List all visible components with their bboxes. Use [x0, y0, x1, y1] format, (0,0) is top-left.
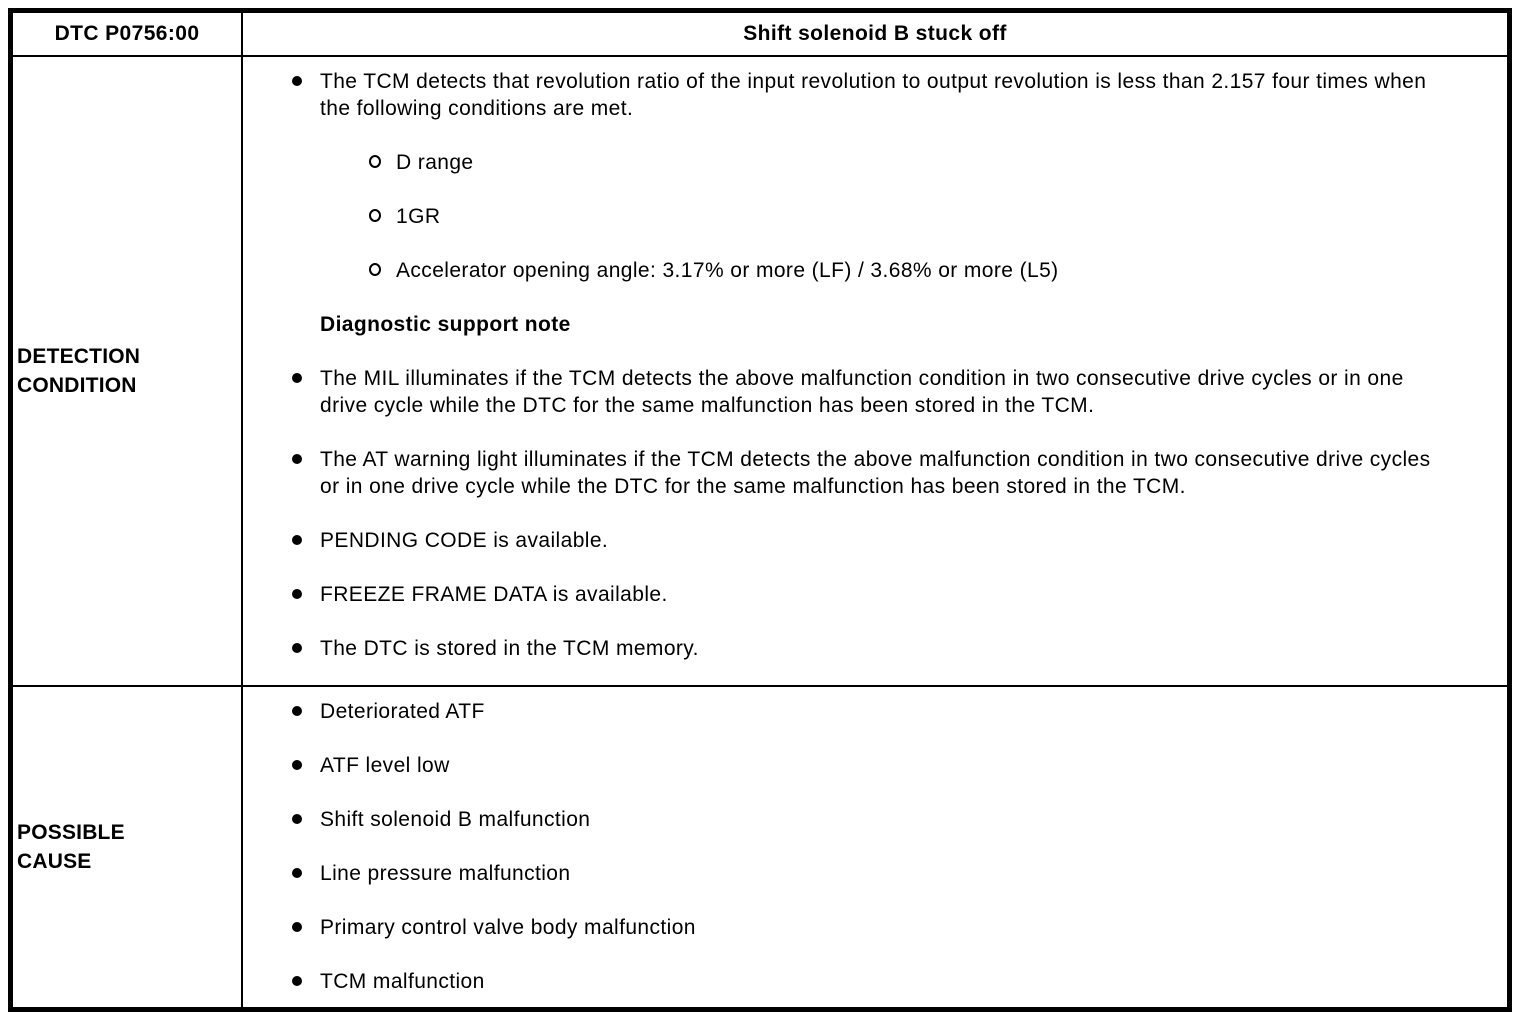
- circle-icon: [369, 155, 381, 168]
- bullet-icon: [292, 589, 302, 599]
- bullet-item: PENDING CODE is available.: [243, 527, 1452, 554]
- item-text: Diagnostic support note: [320, 313, 571, 336]
- table-row: POSSIBLE CAUSE Deteriorated ATF ATF leve…: [9, 685, 1511, 1011]
- bullet-item: Line pressure malfunction: [243, 860, 1452, 887]
- item-text: PENDING CODE is available.: [320, 529, 609, 552]
- bullet-item: The DTC is stored in the TCM memory.: [243, 635, 1452, 662]
- sub-bullet-item: Accelerator opening angle: 3.17% or more…: [243, 257, 1452, 284]
- item-text: FREEZE FRAME DATA is available.: [320, 583, 668, 606]
- sub-bullet-item: D range: [243, 149, 1452, 176]
- item-text: Line pressure malfunction: [320, 862, 571, 885]
- bullet-icon: [292, 373, 302, 383]
- bullet-item: ATF level low: [243, 752, 1452, 779]
- bullet-icon: [292, 535, 302, 545]
- item-text: Primary control valve body malfunction: [320, 916, 696, 939]
- bullet-item: The TCM detects that revolution ratio of…: [243, 68, 1452, 122]
- item-text: ATF level low: [320, 754, 450, 777]
- item-text: The MIL illuminates if the TCM detects t…: [320, 367, 1404, 417]
- bullet-item: The MIL illuminates if the TCM detects t…: [243, 365, 1452, 419]
- row-label: POSSIBLE CAUSE: [9, 685, 243, 1011]
- bullet-icon: [292, 76, 302, 86]
- table-header-row: DTC P0756:00 Shift solenoid B stuck off: [9, 9, 1511, 57]
- bullet-item: TCM malfunction: [243, 968, 1452, 995]
- dtc-code: DTC P0756:00: [9, 9, 243, 57]
- bullet-icon: [292, 976, 302, 986]
- bullet-icon: [292, 814, 302, 824]
- bullet-item: Shift solenoid B malfunction: [243, 806, 1452, 833]
- bullet-icon: [292, 868, 302, 878]
- bullet-icon: [292, 706, 302, 716]
- item-text: The AT warning light illuminates if the …: [320, 448, 1431, 498]
- row-content: The TCM detects that revolution ratio of…: [241, 55, 1511, 687]
- circle-icon: [369, 209, 381, 222]
- section-heading: Diagnostic support note: [243, 311, 1452, 338]
- table-row: DETECTION CONDITION The TCM detects that…: [9, 55, 1511, 687]
- sub-bullet-item: 1GR: [243, 203, 1452, 230]
- item-text: Deteriorated ATF: [320, 700, 485, 723]
- item-text: Shift solenoid B malfunction: [320, 808, 591, 831]
- bullet-icon: [292, 760, 302, 770]
- dtc-table: DTC P0756:00 Shift solenoid B stuck off …: [8, 8, 1512, 1012]
- row-content: Deteriorated ATF ATF level low Shift sol…: [241, 685, 1511, 1011]
- bullet-item: FREEZE FRAME DATA is available.: [243, 581, 1452, 608]
- bullet-item: The AT warning light illuminates if the …: [243, 446, 1452, 500]
- item-list: Deteriorated ATF ATF level low Shift sol…: [243, 687, 1507, 1007]
- bullet-item: Deteriorated ATF: [243, 698, 1452, 725]
- bullet-icon: [292, 643, 302, 653]
- item-list: The TCM detects that revolution ratio of…: [243, 57, 1507, 674]
- bullet-icon: [292, 922, 302, 932]
- item-text: The DTC is stored in the TCM memory.: [320, 637, 699, 660]
- item-text: 1GR: [396, 205, 441, 228]
- item-text: D range: [396, 151, 474, 174]
- item-text: Accelerator opening angle: 3.17% or more…: [396, 259, 1059, 282]
- dtc-title: Shift solenoid B stuck off: [241, 9, 1511, 57]
- circle-icon: [369, 263, 381, 276]
- bullet-icon: [292, 454, 302, 464]
- item-text: TCM malfunction: [320, 970, 485, 993]
- row-label: DETECTION CONDITION: [9, 55, 243, 687]
- item-text: The TCM detects that revolution ratio of…: [320, 70, 1427, 120]
- bullet-item: Primary control valve body malfunction: [243, 914, 1452, 941]
